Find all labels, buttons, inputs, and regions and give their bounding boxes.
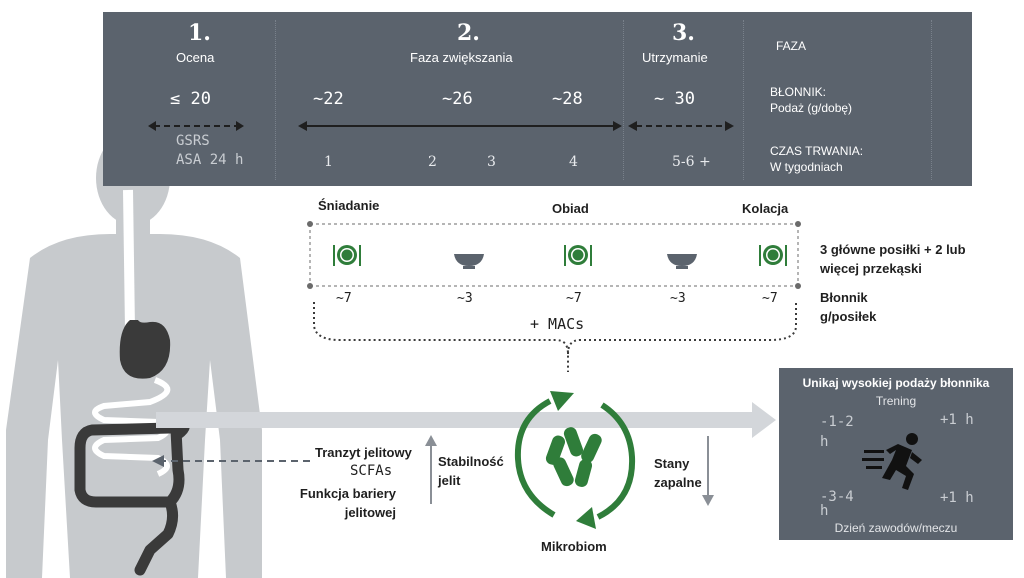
meal-fiber-value: ~7 [762, 291, 778, 306]
meal-dinner-title: Kolacja [742, 201, 789, 216]
assessment-tool: ASA 24 h [176, 152, 244, 168]
week-number: 2 [428, 154, 437, 170]
duration-row-title: CZAS TRWANIA: [770, 144, 864, 158]
phase-arrows [148, 121, 734, 131]
meal-lunch-title: Obiad [552, 201, 589, 216]
stomach-icon [119, 320, 171, 379]
macs-label: + MACs [530, 315, 585, 333]
scfas-label: SCFAs [350, 463, 393, 479]
barrier-label: Funkcja bariery jelitowej [299, 486, 396, 520]
meal-fiber-value: ~3 [457, 291, 473, 306]
fiber-value: ~26 [442, 89, 473, 109]
duration-row-subtitle: W tygodniach [770, 160, 843, 174]
meals-structure-note: 3 główne posiłki + 2 lub więcej przekąsk… [820, 242, 966, 276]
week-number: 3 [487, 154, 496, 170]
inflammation-label: Stany zapalne [654, 456, 702, 490]
meal-fiber-value: ~3 [670, 291, 686, 306]
fiber-row-subtitle: Podaż (g/dobę) [770, 101, 853, 115]
training-label: Trening [875, 394, 917, 408]
phase-2-label: Faza zwiększania [410, 50, 513, 65]
timing-after-training: +1 h [940, 412, 974, 428]
training-box-title: Unikaj wysokiej podaży błonnika [802, 376, 990, 390]
plate-icon [564, 245, 592, 266]
timing-before-event: -3-4 h [820, 489, 854, 519]
phase-2-number: 2. [457, 20, 480, 46]
assessment-tool: GSRS [176, 133, 210, 149]
meals-frame [307, 221, 801, 372]
bowl-icon [454, 254, 484, 269]
runner-icon [862, 433, 922, 490]
fiber-value: ~22 [313, 89, 344, 109]
fiber-value: ~ 30 [654, 89, 695, 109]
bacteria-icon [545, 427, 602, 487]
week-number: 4 [569, 154, 578, 170]
fiber-value: ~28 [552, 89, 583, 109]
esophagus-icon [123, 189, 135, 331]
faza-row-label: FAZA [776, 39, 807, 53]
week-number: 5-6 + [672, 154, 711, 170]
timing-after-event: +1 h [940, 490, 974, 506]
timing-before-training: -1-2 h [820, 414, 854, 450]
plate-icon [333, 245, 361, 266]
phase-1-label: Ocena [176, 50, 215, 65]
microbiome-label: Mikrobiom [541, 539, 607, 554]
stability-label: Stabilność jelit [438, 454, 504, 488]
human-body-silhouette [6, 131, 262, 578]
week-number: 1 [324, 154, 333, 170]
bowl-icon [667, 254, 697, 269]
meal-breakfast-title: Śniadanie [318, 198, 380, 213]
meal-fiber-value: ~7 [336, 291, 352, 306]
phase-1-number: 1. [188, 20, 211, 46]
fiber-value: ≤ 20 [170, 89, 211, 109]
transit-label: Tranzyt jelitowy [315, 445, 412, 460]
fiber-row-title: BŁONNIK: [770, 85, 827, 99]
microbiome-cycle-icon [514, 391, 636, 529]
gut-arrows [152, 402, 776, 506]
meal-fiber-note: Błonnik g/posiłek [820, 290, 877, 324]
plate-icon [759, 245, 787, 266]
phase-3-label: Utrzymanie [642, 50, 708, 65]
meal-fiber-value: ~7 [566, 291, 582, 306]
phase-3-number: 3. [672, 20, 695, 46]
phases-panel [103, 12, 972, 186]
event-day-label: Dzień zawodów/meczu [834, 521, 958, 535]
